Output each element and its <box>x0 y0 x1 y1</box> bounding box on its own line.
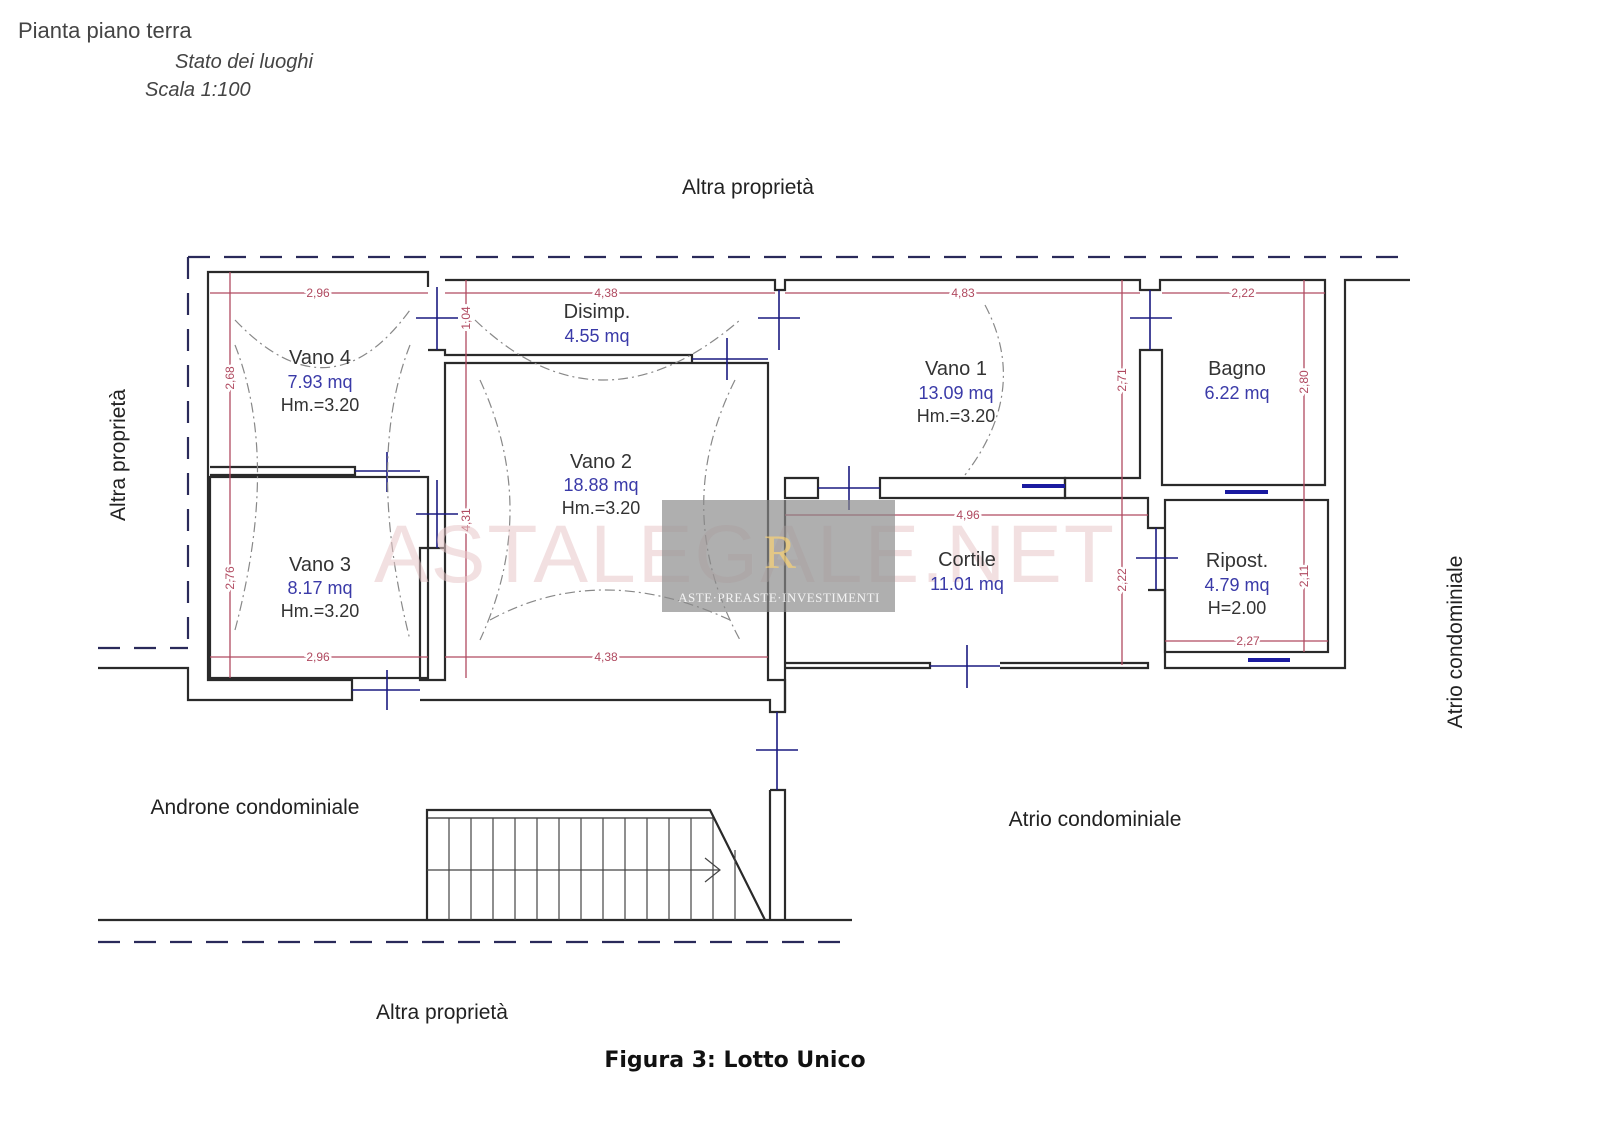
dim-label: 2,22 <box>1115 568 1129 592</box>
dim-label: 4,38 <box>594 650 618 664</box>
room-bagno: Bagno 6.22 mq <box>1204 358 1269 403</box>
dim-label: 4,38 <box>594 286 618 300</box>
dim-label: 2,96 <box>306 286 330 300</box>
room-vano1: Vano 1 13.09 mq Hm.=3.20 <box>917 358 996 426</box>
dim-label: 2,96 <box>306 650 330 664</box>
room-area: 13.09 mq <box>918 383 993 403</box>
dim-label: 4,31 <box>459 508 473 532</box>
room-name: Bagno <box>1208 358 1266 380</box>
room-vano4: Vano 4 7.93 mq Hm.=3.20 <box>281 347 360 415</box>
label-top-property: Altra proprietà <box>682 176 814 199</box>
room-ripost: Ripost. 4.79 mq H=2.00 <box>1204 550 1269 618</box>
dim-label: 2,11 <box>1297 564 1311 587</box>
room-height: Hm.=3.20 <box>281 601 360 621</box>
staircase <box>425 808 766 921</box>
room-height: Hm.=3.20 <box>562 498 641 518</box>
property-boundary <box>98 255 1410 944</box>
room-area: 4.55 mq <box>564 326 629 346</box>
room-disimp: Disimp. 4.55 mq <box>564 301 631 346</box>
room-area: 18.88 mq <box>563 475 638 495</box>
room-name: Cortile <box>938 549 996 571</box>
dim-label: 1,04 <box>459 306 473 330</box>
label-right-atrio: Atrio condominiale <box>1444 556 1467 729</box>
label-androne: Androne condominiale <box>151 796 360 819</box>
dim-label: 2,22 <box>1231 286 1255 300</box>
room-name: Vano 2 <box>570 451 632 473</box>
room-area: 8.17 mq <box>287 578 352 598</box>
room-name: Vano 4 <box>289 347 351 369</box>
plan-scale: Scala 1:100 <box>145 79 251 101</box>
dim-label: 2,68 <box>223 366 237 390</box>
room-height: Hm.=3.20 <box>281 395 360 415</box>
room-height: Hm.=3.20 <box>917 406 996 426</box>
dim-label: 4,96 <box>956 508 980 522</box>
dimension-labels: 2,96 4,38 4,83 2,22 4,96 2,27 2,96 4,38 … <box>221 284 1314 667</box>
room-area: 6.22 mq <box>1204 383 1269 403</box>
watermark: ASTALEGALE.NET R ASTE·PREASTE·INVESTIMEN… <box>374 500 1114 612</box>
room-name: Ripost. <box>1206 550 1268 572</box>
room-area: 4.79 mq <box>1204 575 1269 595</box>
watermark-logo: R <box>764 526 796 579</box>
windows <box>1022 484 1290 662</box>
dim-label: 2,71 <box>1115 368 1129 392</box>
label-bottom-property: Altra proprietà <box>376 1001 508 1024</box>
room-vano2: Vano 2 18.88 mq Hm.=3.20 <box>562 451 641 518</box>
dim-label: 4,83 <box>951 286 975 300</box>
figure-caption: Figura 3: Lotto Unico <box>604 1048 865 1073</box>
room-name: Vano 3 <box>289 554 351 576</box>
dim-label: 2,76 <box>223 566 237 590</box>
room-area: 11.01 mq <box>930 574 1004 594</box>
room-name: Vano 1 <box>925 358 987 380</box>
room-name: Disimp. <box>564 301 631 323</box>
label-left-property: Altra proprietà <box>107 389 130 521</box>
dimension-lines <box>210 272 1328 678</box>
plan-subtitle: Stato dei luoghi <box>175 51 313 73</box>
room-area: 7.93 mq <box>287 372 352 392</box>
room-height: H=2.00 <box>1208 598 1267 618</box>
room-cortile: Cortile 11.01 mq <box>930 549 1004 594</box>
walls <box>98 270 1410 922</box>
watermark-tagline: ASTE·PREASTE·INVESTIMENTI <box>678 590 880 605</box>
dim-label: 2,27 <box>1236 634 1260 648</box>
dim-label: 2,80 <box>1297 370 1311 394</box>
label-atrio: Atrio condominiale <box>1009 808 1182 831</box>
room-vano3: Vano 3 8.17 mq Hm.=3.20 <box>281 554 360 621</box>
plan-title: Pianta piano terra <box>18 18 192 43</box>
